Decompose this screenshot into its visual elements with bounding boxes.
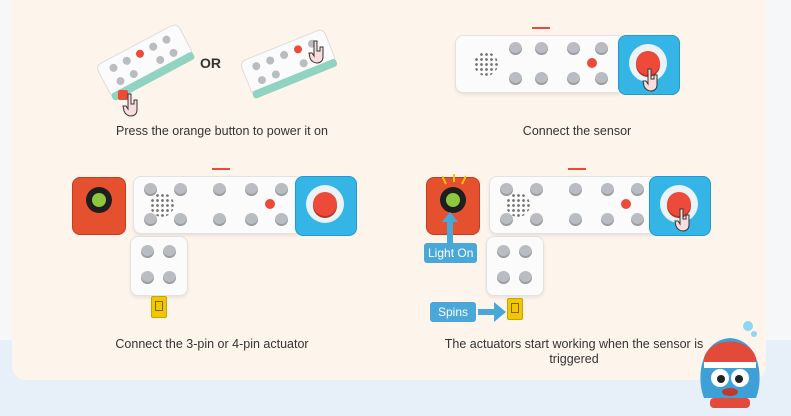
main-block [455, 35, 625, 93]
step-3-caption: Connect the 3-pin or 4-pin actuator [115, 337, 309, 351]
light-lens-icon [446, 193, 460, 207]
port-dot [497, 271, 510, 284]
connector-mark [532, 27, 550, 29]
port-dot [500, 183, 513, 196]
light-rays-icon [442, 174, 466, 185]
port-dot [509, 42, 522, 55]
spins-callout: Spins [430, 302, 477, 322]
port-dot [601, 183, 614, 196]
port-dot [174, 183, 187, 196]
speaker-icon [474, 52, 498, 76]
port-dot [569, 213, 582, 226]
port-dot [275, 183, 288, 196]
light-module [72, 177, 126, 235]
hand-pointer-icon [674, 208, 690, 232]
block-tilted-alt-illustration [240, 29, 338, 99]
or-separator: OR [200, 55, 221, 71]
port-dot [275, 213, 288, 226]
port-dot [144, 213, 157, 226]
mascot-robot-illustration [700, 321, 760, 408]
actuator-module [151, 296, 167, 318]
step-4-caption: The actuators start working when the sen… [444, 337, 704, 366]
port-dot [213, 183, 226, 196]
step-2-caption: Connect the sensor [522, 124, 632, 138]
port-dot [500, 213, 513, 226]
main-block [133, 176, 303, 234]
light-on-arrow-icon [442, 212, 458, 244]
connector-mark [568, 168, 586, 170]
speaker-icon [150, 193, 174, 217]
port-dot [141, 271, 154, 284]
port-dot [535, 72, 548, 85]
port-dot [519, 245, 532, 258]
port-dot [509, 72, 522, 85]
port-dot [497, 245, 510, 258]
hand-pointer-icon [308, 40, 324, 64]
sensor-button [667, 192, 691, 216]
port-dot [163, 245, 176, 258]
port-dot [595, 42, 608, 55]
port-dot [567, 72, 580, 85]
speaker-icon [506, 193, 530, 217]
port-dot [631, 183, 644, 196]
port-dot [631, 213, 644, 226]
power-indicator [587, 58, 597, 68]
light-on-callout: Light On [424, 243, 478, 263]
hand-pointer-icon [122, 93, 138, 117]
port-dot [530, 183, 543, 196]
spins-arrow-icon [478, 302, 506, 322]
port-dot [141, 245, 154, 258]
port-dot [174, 213, 187, 226]
extension-block [486, 236, 544, 296]
main-block [489, 176, 659, 234]
power-indicator [621, 199, 631, 209]
light-lens-icon [92, 193, 106, 207]
block-tilted-illustration [97, 24, 195, 101]
sensor-button [313, 192, 337, 216]
sensor-module [295, 176, 357, 236]
port-dot [535, 42, 548, 55]
port-dot [595, 72, 608, 85]
step-1-caption: Press the orange button to power it on [116, 124, 328, 138]
port-dot [519, 271, 532, 284]
port-dot [245, 183, 258, 196]
port-dot [245, 213, 258, 226]
port-dot [163, 271, 176, 284]
actuator-module [507, 298, 523, 320]
extension-block [130, 236, 188, 296]
instruction-card: OR Press the orange button to power it o… [12, 0, 766, 380]
port-dot [569, 183, 582, 196]
port-dot [567, 42, 580, 55]
port-dot [213, 213, 226, 226]
hand-pointer-icon [642, 68, 658, 92]
power-indicator [265, 199, 275, 209]
port-dot [144, 183, 157, 196]
port-dot [601, 213, 614, 226]
port-dot [530, 213, 543, 226]
connector-mark [212, 168, 230, 170]
